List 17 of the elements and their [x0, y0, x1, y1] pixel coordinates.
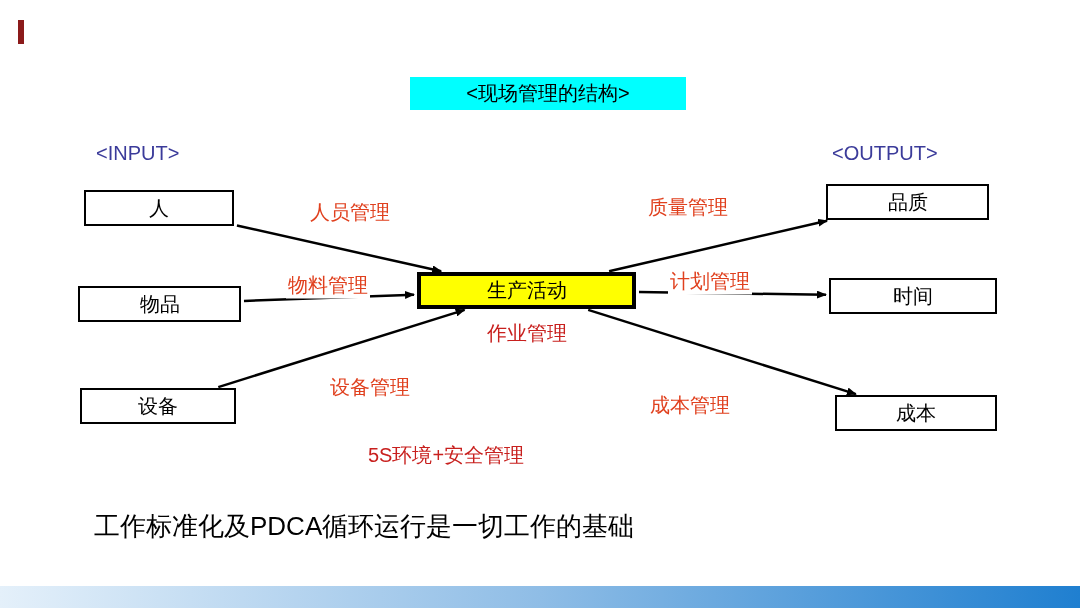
note-text: 作业管理 — [487, 321, 567, 346]
footnote-text: 工作标准化及PDCA循环运行是一切工作的基础 — [94, 510, 635, 543]
note-text: 5S环境+安全管理 — [368, 443, 525, 468]
input-box: 物品 — [78, 286, 241, 322]
input-box: 人 — [84, 190, 234, 226]
output-box: 时间 — [829, 278, 997, 314]
arrow — [217, 308, 466, 389]
process-box: 生产活动 — [417, 272, 636, 309]
arrow — [608, 218, 829, 273]
output-box: 成本 — [835, 395, 997, 431]
arrow — [236, 224, 443, 274]
input-box: 设备 — [80, 388, 236, 424]
arrow — [587, 308, 857, 396]
io-label: <OUTPUT> — [832, 142, 938, 165]
output-box: 品质 — [826, 184, 989, 220]
io-label: <INPUT> — [96, 142, 180, 165]
title-box: <现场管理的结构> — [410, 77, 686, 110]
